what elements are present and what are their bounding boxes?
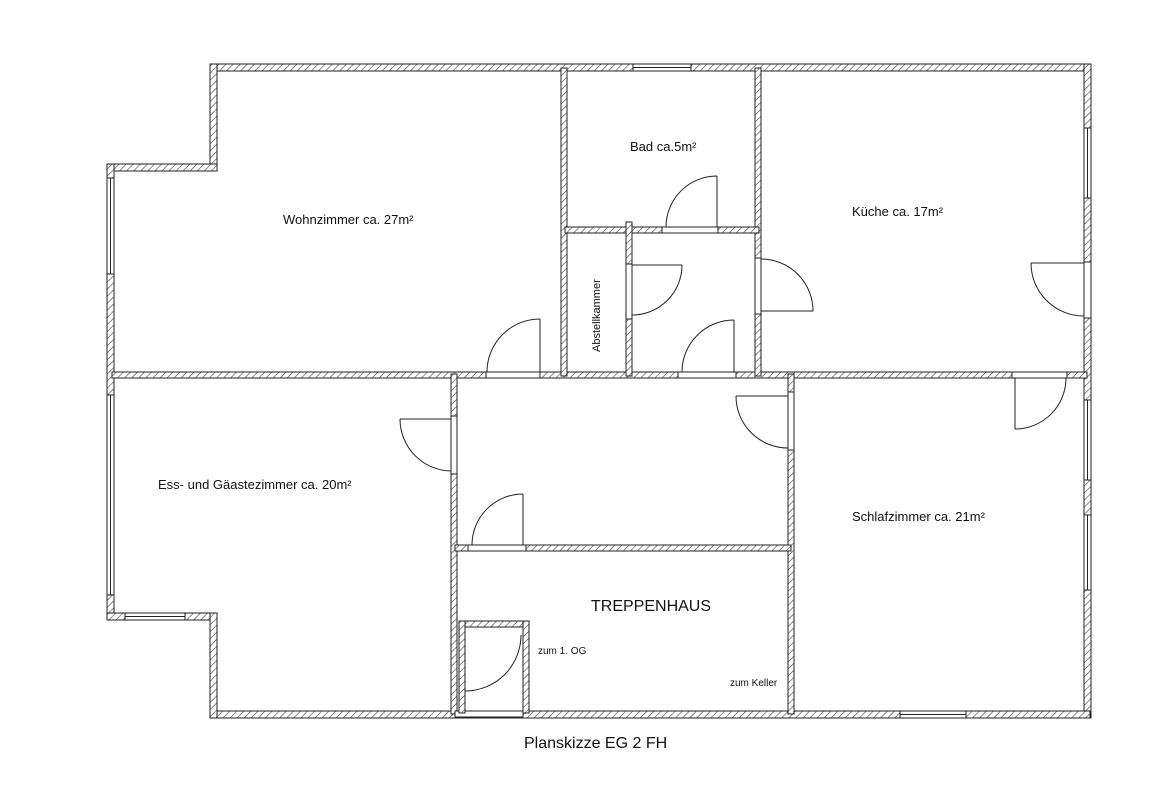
door-kueche <box>754 257 814 315</box>
label-zum-keller: zum Keller <box>730 678 778 689</box>
door-esszimmer <box>399 415 458 475</box>
doors <box>399 175 1092 719</box>
label-treppenhaus: TREPPENHAUS <box>591 598 711 615</box>
door-treppenhaus <box>467 493 527 552</box>
exterior-walls <box>106 63 1092 719</box>
label-bad: Bad ca.5m² <box>630 139 697 154</box>
label-schlafzimmer: Schlafzimmer ca. 21m² <box>852 509 986 524</box>
windows <box>106 63 1092 719</box>
label-kueche: Küche ca. 17m² <box>852 204 944 219</box>
door-entrance <box>454 620 530 719</box>
label-esszimmer: Ess- und Gäastezimmer ca. 20m² <box>158 477 352 492</box>
door-flur-right <box>735 391 795 451</box>
door-kueche-right <box>1030 261 1092 319</box>
plan-caption: Planskizze EG 2 FH <box>524 735 667 752</box>
room-labels: Wohnzimmer ca. 27m² Bad ca.5m² Küche ca.… <box>158 139 986 752</box>
door-flur-small <box>625 263 683 320</box>
label-zum-og: zum 1. OG <box>538 646 587 657</box>
label-wohnzimmer: Wohnzimmer ca. 27m² <box>283 212 414 227</box>
door-wohnzimmer <box>485 318 541 379</box>
door-bad <box>661 175 719 234</box>
label-abstellkammer: Abstellkammer <box>591 279 603 352</box>
door-schlafzimmer <box>1011 371 1068 430</box>
door-flur-bottom <box>677 319 737 379</box>
interior-walls <box>111 67 1088 715</box>
